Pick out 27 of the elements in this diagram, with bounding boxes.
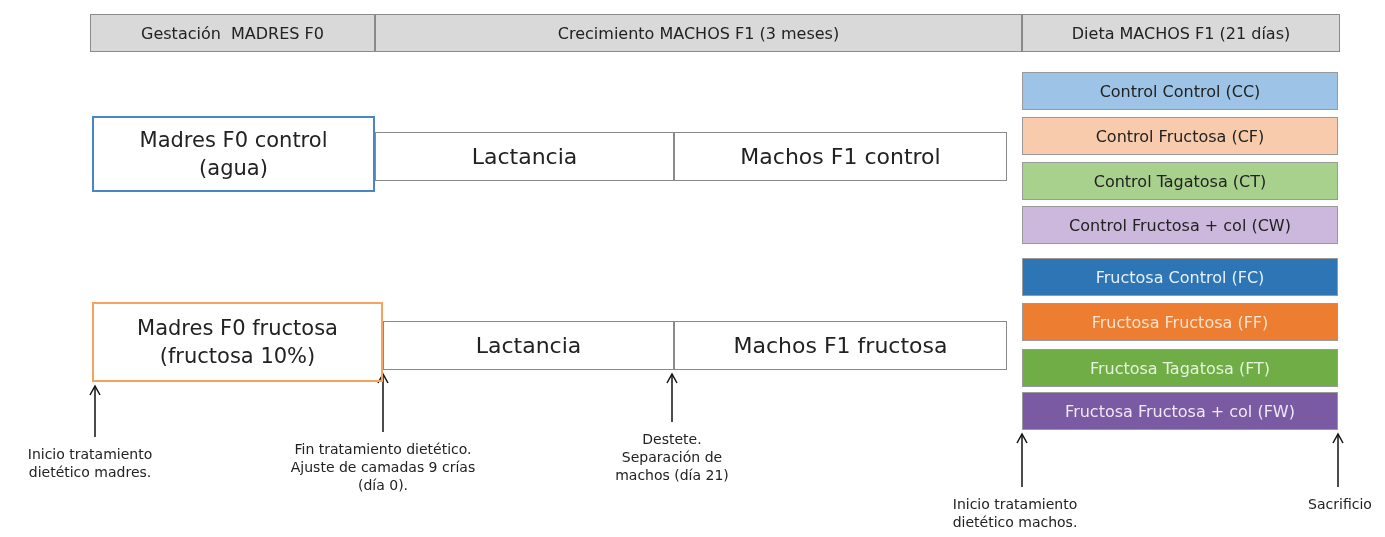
annotation-text: Fin tratamiento dietético. Ajuste de camadas 9 crías (día 0). bbox=[283, 440, 483, 512]
diet-group-box: Fructosa Control (FC) bbox=[1022, 258, 1338, 296]
stage-box: Lactancia bbox=[383, 321, 674, 370]
stage-box: Machos F1 fructosa bbox=[674, 321, 1007, 370]
diet-group-box: Fructosa Fructosa + col (FW) bbox=[1022, 392, 1338, 430]
diet-group-box: Control Fructosa + col (CW) bbox=[1022, 206, 1338, 244]
phase-header: Crecimiento MACHOS F1 (3 meses) bbox=[375, 14, 1022, 52]
mother-group-box: Madres F0 fructosa (fructosa 10%) bbox=[92, 302, 383, 382]
arrow bbox=[89, 385, 101, 438]
annotation-text: Sacrificio bbox=[1295, 495, 1385, 517]
arrow bbox=[666, 373, 678, 423]
arrow bbox=[1016, 433, 1028, 488]
diet-group-box: Control Fructosa (CF) bbox=[1022, 117, 1338, 155]
annotation-text: Inicio tratamiento dietético machos. bbox=[925, 495, 1105, 537]
stage-box: Machos F1 control bbox=[674, 132, 1007, 181]
diet-group-box: Control Control (CC) bbox=[1022, 72, 1338, 110]
arrow bbox=[1332, 433, 1344, 488]
diet-group-box: Control Tagatosa (CT) bbox=[1022, 162, 1338, 200]
annotation-text: Inicio tratamiento dietético madres. bbox=[5, 445, 175, 491]
mother-group-box: Madres F0 control (agua) bbox=[92, 116, 375, 192]
diet-group-box: Fructosa Fructosa (FF) bbox=[1022, 303, 1338, 341]
stage-box: Lactancia bbox=[375, 132, 674, 181]
phase-header: Dieta MACHOS F1 (21 días) bbox=[1022, 14, 1340, 52]
diet-group-box: Fructosa Tagatosa (FT) bbox=[1022, 349, 1338, 387]
annotation-text: Destete. Separación de machos (día 21) bbox=[612, 430, 732, 520]
phase-header: Gestación MADRES F0 bbox=[90, 14, 375, 52]
arrow bbox=[377, 373, 389, 433]
